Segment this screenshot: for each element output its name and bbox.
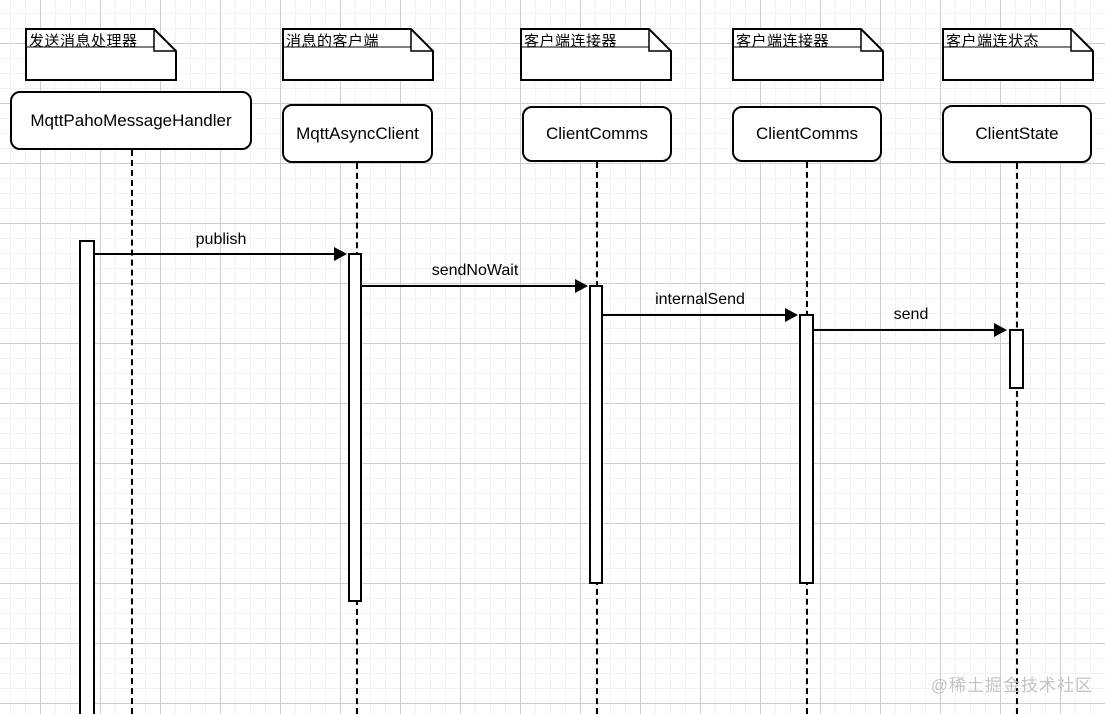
participant-box: ClientComms — [732, 106, 882, 162]
note-lifeline-2: 消息的客户端 — [282, 28, 434, 81]
message-line-sendnowait — [362, 285, 577, 287]
arrowhead-icon — [334, 247, 347, 261]
participant-box: MqttPahoMessageHandler — [10, 91, 252, 150]
watermark-text: @稀土掘金技术社区 — [930, 676, 1093, 695]
note-shape-icon — [282, 28, 434, 81]
activation-bar-clientcomms-1 — [589, 285, 603, 584]
note-shape-icon — [25, 28, 177, 81]
message-label: send — [893, 306, 929, 323]
message-label: internalSend — [655, 291, 745, 308]
activation-bar-clientstate — [1009, 329, 1024, 389]
message-label: sendNoWait — [431, 262, 519, 279]
note-shape-icon — [520, 28, 672, 81]
note-lifeline-5: 客户端连状态 — [942, 28, 1094, 81]
arrowhead-icon — [575, 279, 588, 293]
note-label: 客户端连状态 — [946, 33, 1040, 50]
message-label: publish — [195, 231, 247, 248]
note-label: 客户端连接器 — [524, 33, 618, 50]
participant-name: ClientState — [975, 124, 1059, 143]
note-label: 发送消息处理器 — [29, 33, 138, 50]
participant-name: ClientComms — [545, 124, 649, 143]
participant-box: ClientComms — [522, 106, 672, 162]
message-line-send — [814, 329, 996, 331]
participant-name: MqttPahoMessageHandler — [30, 110, 232, 130]
note-lifeline-1: 发送消息处理器 — [25, 28, 177, 81]
note-lifeline-4: 客户端连接器 — [732, 28, 884, 81]
lifeline-clientstate — [1016, 163, 1018, 714]
activation-bar-clientcomms-2 — [799, 314, 814, 584]
message-line-internalsend — [603, 314, 787, 316]
note-lifeline-3: 客户端连接器 — [520, 28, 672, 81]
participant-name: ClientComms — [755, 124, 859, 143]
note-shape-icon — [732, 28, 884, 81]
arrowhead-icon — [785, 308, 798, 322]
participant-box: MqttAsyncClient — [282, 104, 433, 163]
message-line-publish — [95, 253, 336, 255]
note-label: 客户端连接器 — [736, 33, 830, 50]
activation-bar-mqttasyncclient — [348, 253, 362, 602]
lifeline-mqttpahomessagehandler — [131, 150, 133, 714]
note-shape-icon — [942, 28, 1094, 81]
activation-bar-handler — [79, 240, 95, 714]
arrowhead-icon — [994, 323, 1007, 337]
participant-name: MqttAsyncClient — [296, 123, 419, 143]
note-label: 消息的客户端 — [286, 33, 380, 50]
participant-box: ClientState — [942, 105, 1092, 163]
